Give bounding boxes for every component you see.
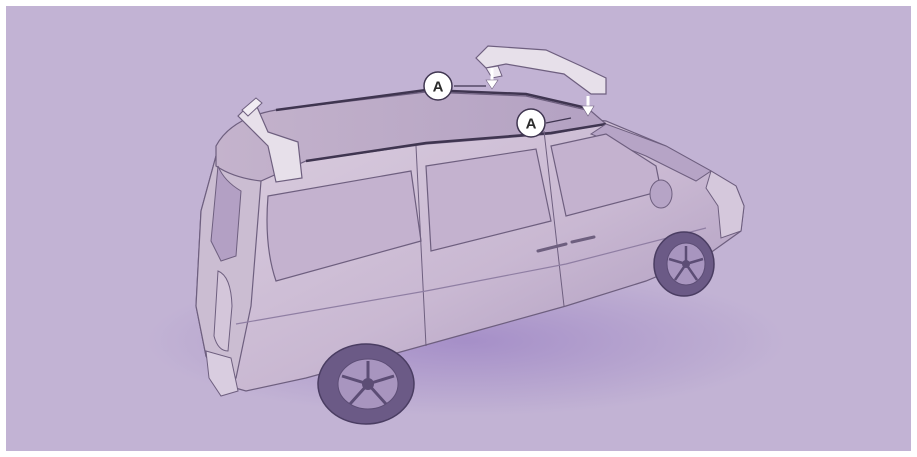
callout-a-front: A: [424, 72, 452, 100]
side-mirror: [650, 180, 672, 208]
callout-a-rear: A: [517, 109, 545, 137]
illustration-panel: A A: [6, 6, 911, 451]
roof-bar-front: [476, 46, 606, 94]
callout-a-front-label: A: [433, 79, 444, 96]
callout-a-rear-label: A: [526, 116, 537, 133]
front-wheel: [654, 232, 714, 296]
vehicle-illustration: A A: [6, 6, 911, 451]
rear-wheel: [318, 344, 414, 424]
